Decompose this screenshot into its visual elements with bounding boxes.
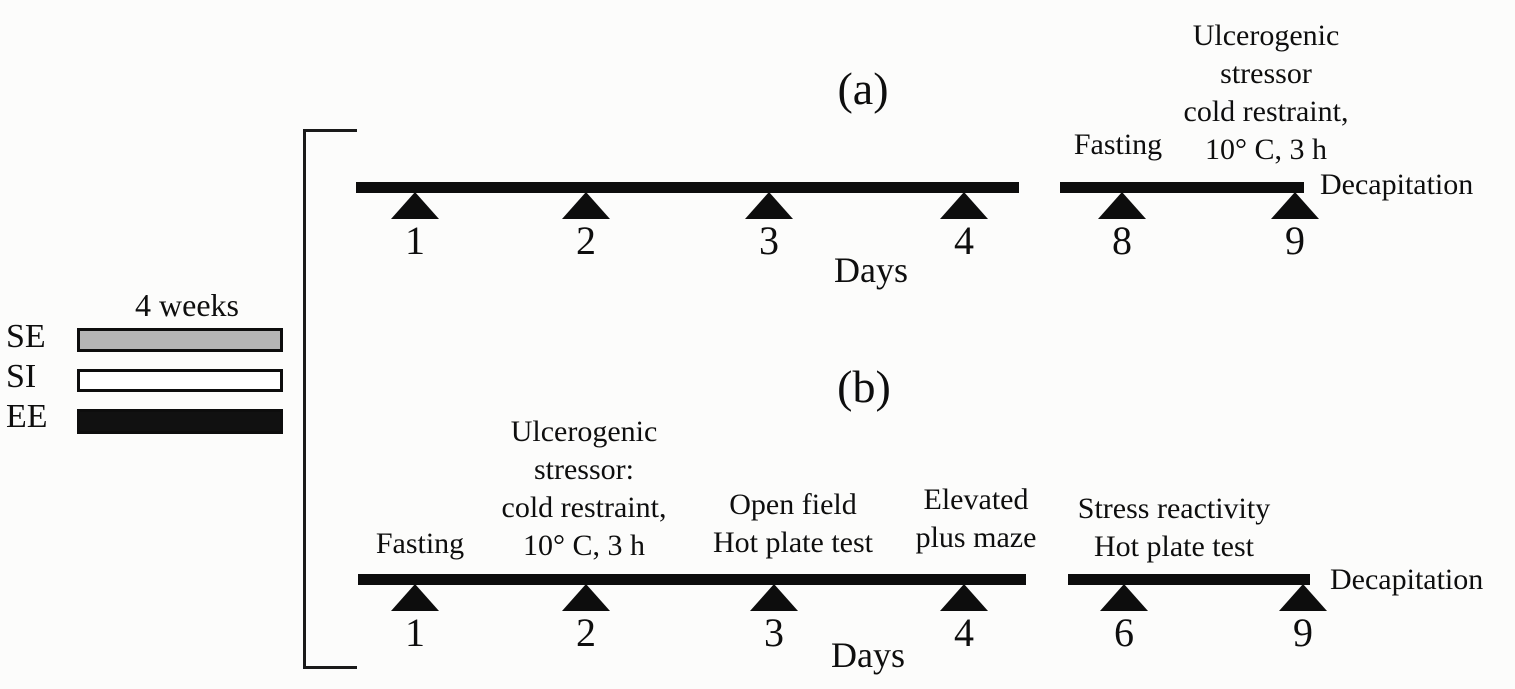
panel-b-fasting-annotation: Fasting (375, 527, 465, 560)
panel-a-day-label: 3 (759, 218, 779, 263)
panel-a-decapitation-label: Decapitation (1320, 168, 1474, 201)
panel-b-stressor-annotation: Ulcerogenic stressor: cold restraint, 10… (501, 415, 667, 562)
panel-b-day-label: 6 (1114, 610, 1134, 655)
panel-a-day-label: 1 (405, 218, 425, 263)
day-marker-icon (940, 192, 988, 219)
panel-a-day-label: 4 (954, 218, 974, 263)
panel-b-elevated-maze-annotation: Elevated plus maze (915, 483, 1037, 554)
panel-b-stress-reactivity-annotation: Stress reactivity Hot plate test (1077, 492, 1271, 563)
panel-a-stressor-annotation: Ulcerogenic stressor cold restraint, 10°… (1183, 19, 1349, 166)
day-marker-icon (745, 192, 793, 219)
legend-bar-se (77, 328, 283, 352)
day-marker-icon (1098, 192, 1146, 219)
panel-b-day-label: 1 (405, 610, 425, 655)
day-marker-icon (562, 584, 610, 611)
legend-label-ee: EE (6, 398, 48, 435)
legend-label-si: SI (6, 358, 37, 395)
panel-b-timeline-bar-segment1 (358, 574, 1026, 585)
legend-duration-label: 4 weeks (135, 287, 239, 323)
day-marker-icon (562, 192, 610, 219)
panel-b-axis-label: Days (831, 635, 905, 675)
panel-b-open-field-annotation: Open field Hot plate test (713, 488, 873, 559)
panel-b-day-label: 4 (954, 610, 974, 655)
legend-label-se: SE (6, 318, 46, 355)
day-marker-icon (1279, 584, 1327, 611)
panel-a-label: (a) (837, 63, 889, 114)
panel-b-decapitation-label: Decapitation (1330, 563, 1484, 596)
panel-a-day-label: 8 (1112, 218, 1132, 263)
day-marker-icon (391, 584, 439, 611)
panel-b-label: (b) (837, 361, 891, 412)
legend-bar-ee (77, 409, 283, 434)
group-bracket-bottom-tick (303, 666, 357, 669)
panel-b-day-label: 9 (1293, 610, 1313, 655)
legend-bar-si (77, 369, 283, 392)
day-marker-icon (391, 192, 439, 219)
day-marker-icon (1100, 584, 1148, 611)
day-marker-icon (1271, 192, 1319, 219)
group-bracket-vertical (303, 129, 306, 669)
day-marker-icon (750, 584, 798, 611)
panel-a-day-label: 9 (1285, 218, 1305, 263)
panel-b-day-label: 2 (576, 610, 596, 655)
panel-a-day-label: 2 (576, 218, 596, 263)
panel-a-timeline-bar-segment1 (356, 182, 1019, 193)
group-bracket-top-tick (303, 129, 357, 132)
day-marker-icon (940, 584, 988, 611)
panel-a-axis-label: Days (834, 250, 908, 290)
panel-a-fasting-annotation: Fasting (1073, 128, 1163, 161)
panel-b-timeline-bar-segment2 (1068, 574, 1310, 585)
panel-b-day-label: 3 (764, 610, 784, 655)
panel-a-timeline-bar-segment2 (1060, 182, 1304, 193)
